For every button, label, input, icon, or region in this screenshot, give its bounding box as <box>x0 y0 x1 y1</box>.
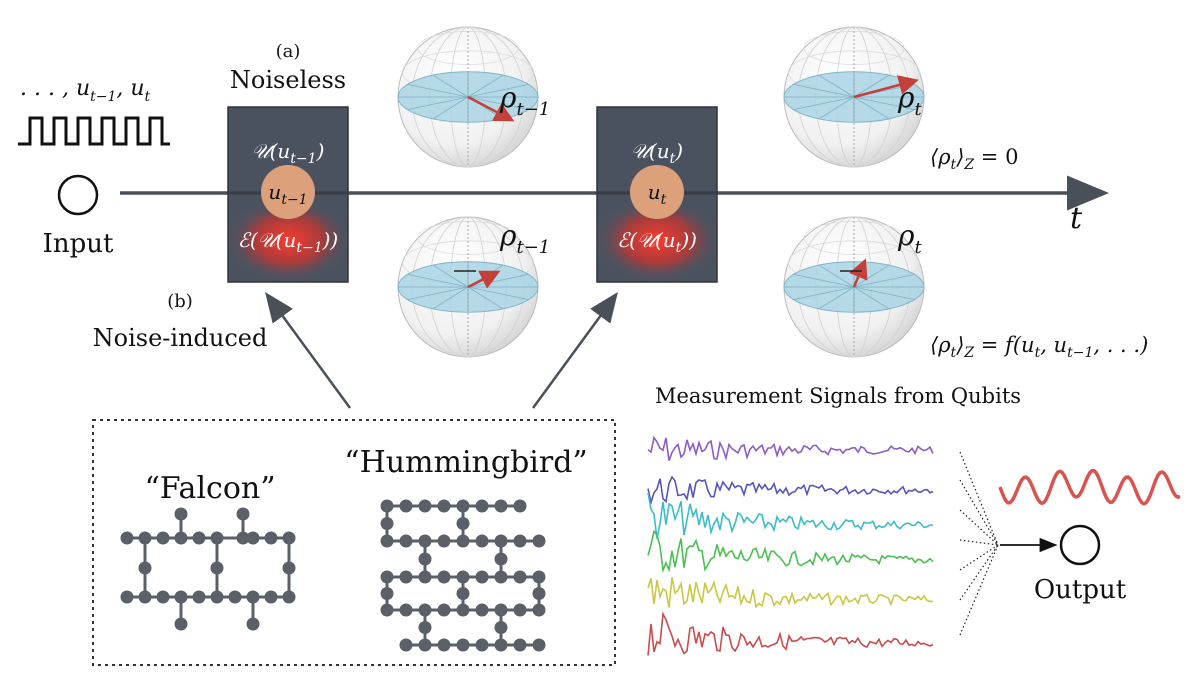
expectation-noiseless: ⟨ρt⟩Z = 0 <box>930 145 1018 173</box>
device-hummingbird-label: “Hummingbird” <box>344 445 588 480</box>
output-wave <box>998 468 1181 506</box>
measurement-signal-traces <box>647 435 934 656</box>
gate-box-left: 𝒰(ut−1) ut−1 ℰ(𝒰(ut−1)) <box>226 106 350 283</box>
bloch-sphere-noisy-current <box>783 216 925 358</box>
bloch-sphere-noiseless-current <box>783 26 925 168</box>
input-label: Input <box>43 229 114 259</box>
gate-left-noise-channel: ℰ(𝒰(ut−1)) <box>238 228 338 256</box>
hummingbird-qubit-graph <box>380 499 546 652</box>
pointer-arrow-right <box>531 291 618 409</box>
gate-right-input: ut <box>648 180 667 208</box>
qubit-ball-left <box>261 165 315 219</box>
panel-b-title: Noise-induced <box>93 324 268 352</box>
qubit-ball-right <box>630 165 684 219</box>
rho-label-bottom-left: ρt−1 <box>499 219 550 258</box>
device-box <box>92 419 616 666</box>
panel-a-label: (a) <box>276 41 301 62</box>
device-falcon-label: “Falcon” <box>144 471 275 506</box>
rho-label-top-left: ρt−1 <box>499 81 550 120</box>
bloch-sphere-noisy-prev <box>397 216 539 358</box>
input-sequence: . . . , ut−1, ut <box>20 76 151 105</box>
gate-box-right: 𝒰(ut) ut ℰ(𝒰(ut)) <box>595 106 719 283</box>
falcon-qubit-graph <box>120 507 296 631</box>
measurement-title: Measurement Signals from Qubits <box>655 384 1021 408</box>
rho-label-top-right: ρt <box>897 81 922 120</box>
panel-a-title: Noiseless <box>230 66 346 94</box>
gate-left-unitary: 𝒰(ut−1) <box>252 139 325 167</box>
gate-left-input: ut−1 <box>268 180 307 208</box>
output-node <box>1059 524 1101 566</box>
expectation-noisy: ⟨ρt⟩Z = f(ut, ut−1, . . .) <box>930 333 1148 361</box>
rho-label-bottom-right: ρt <box>897 219 922 258</box>
readout-fan <box>959 451 999 636</box>
pulse-train <box>18 116 170 146</box>
input-node <box>57 174 99 216</box>
gate-right-noise-channel: ℰ(𝒰(ut)) <box>617 228 697 256</box>
gate-right-unitary: 𝒰(ut) <box>631 139 683 167</box>
svg-text:. . . , ut−1, ut: . . . , ut−1, ut <box>20 76 151 105</box>
output-label: Output <box>1034 575 1127 605</box>
timeline-t-label: t <box>1070 201 1083 236</box>
bloch-sphere-noiseless-prev <box>397 26 539 168</box>
pointer-arrow-left <box>265 291 352 409</box>
panel-b-label: (b) <box>167 291 193 312</box>
